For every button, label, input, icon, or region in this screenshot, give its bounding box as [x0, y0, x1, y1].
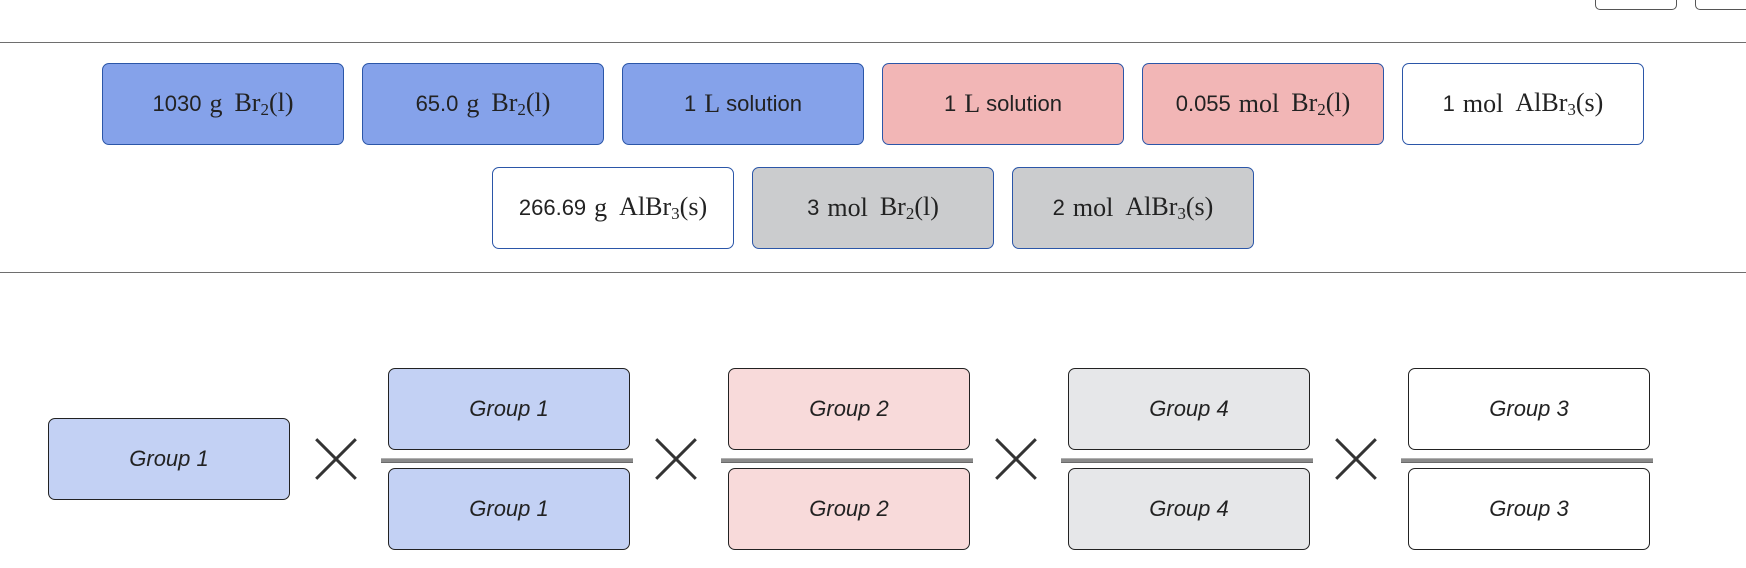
tile-amount: 1 — [1442, 91, 1455, 116]
tile-descriptor: solution — [986, 91, 1062, 116]
tile-unit: L — [964, 89, 981, 118]
fraction-3-bar — [1061, 458, 1313, 463]
tile-unit: L — [704, 89, 721, 118]
tile-species: AlBr3(s) — [619, 192, 707, 224]
fraction-2-numerator-slot[interactable]: Group 2 — [728, 368, 970, 450]
top-toolbar-button-1[interactable] — [1595, 0, 1677, 10]
quantity-tile[interactable]: 3 mol Br2(l) — [752, 167, 994, 249]
bottom-divider — [0, 272, 1746, 273]
tile-species: Br2(l) — [234, 88, 293, 120]
quantity-tile[interactable]: 266.69 g AlBr3(s) — [492, 167, 734, 249]
tile-species-state: (s) — [1185, 192, 1214, 221]
tile-species-subscript: 2 — [260, 100, 269, 119]
fraction-4-denominator-slot[interactable]: Group 3 — [1408, 468, 1650, 550]
tile-species-state: (l) — [268, 88, 294, 117]
tile-amount: 0.055 — [1175, 91, 1231, 116]
multiply-icon — [1334, 437, 1378, 481]
conversion-equation: Group 1 Group 1 Group 1 Group 2 Group 2 … — [0, 366, 1746, 550]
tile-unit: mol — [827, 193, 868, 222]
tile-species-symbol: AlBr — [619, 192, 672, 221]
tile-species-subscript: 3 — [1177, 204, 1186, 223]
tile-species-subscript: 3 — [671, 204, 680, 223]
fraction-2-denominator-slot[interactable]: Group 2 — [728, 468, 970, 550]
tile-species-subscript: 2 — [517, 100, 526, 119]
fraction-1-denominator-slot[interactable]: Group 1 — [388, 468, 630, 550]
tile-amount: 2 — [1052, 195, 1065, 220]
fraction-3-denominator-slot[interactable]: Group 4 — [1068, 468, 1310, 550]
fraction-1-numerator-slot[interactable]: Group 1 — [388, 368, 630, 450]
tile-amount: 1030 — [152, 91, 202, 116]
tile-unit: g — [209, 89, 223, 118]
quantity-tile[interactable]: 1 mol AlBr3(s) — [1402, 63, 1644, 145]
tile-unit: g — [466, 89, 480, 118]
tile-species-state: (l) — [525, 88, 551, 117]
top-divider — [0, 42, 1746, 43]
tile-amount: 65.0 — [415, 91, 459, 116]
top-toolbar-button-2[interactable] — [1695, 0, 1746, 10]
fraction-4-numerator-slot[interactable]: Group 3 — [1408, 368, 1650, 450]
quantity-tile[interactable]: 2 mol AlBr3(s) — [1012, 167, 1254, 249]
tile-species-state: (s) — [679, 192, 708, 221]
tile-species: Br2(l) — [1291, 88, 1350, 120]
tile-species-subscript: 2 — [905, 204, 915, 223]
tile-species-subscript: 3 — [1567, 100, 1576, 119]
tile-species-symbol: AlBr — [1125, 192, 1178, 221]
fraction-1-bar — [381, 458, 633, 463]
tile-unit: mol — [1238, 89, 1280, 118]
tile-descriptor: solution — [726, 91, 802, 116]
multiply-icon — [654, 437, 698, 481]
tile-species: AlBr3(s) — [1515, 88, 1603, 120]
tile-species-state: (l) — [1325, 88, 1351, 117]
tile-species-symbol: Br — [234, 88, 261, 117]
tile-species-symbol: Br — [491, 88, 518, 117]
tile-species: Br2(l) — [880, 192, 939, 224]
quantity-tile[interactable]: 0.055 mol Br2(l) — [1142, 63, 1384, 145]
quantity-tile[interactable]: 1030 g Br2(l) — [102, 63, 344, 145]
fraction-3-numerator-slot[interactable]: Group 4 — [1068, 368, 1310, 450]
tile-species-state: (l) — [914, 192, 939, 221]
tile-species-symbol: Br — [1291, 88, 1318, 117]
tile-amount: 1 — [944, 91, 957, 116]
tile-species-symbol: AlBr — [1515, 88, 1568, 117]
tile-unit: g — [594, 193, 608, 222]
tile-species-symbol: Br — [879, 192, 906, 221]
tile-amount: 266.69 — [518, 195, 587, 220]
tile-unit: mol — [1462, 89, 1504, 118]
tile-species: Br2(l) — [491, 88, 550, 120]
tile-species-subscript: 2 — [1317, 100, 1326, 119]
quantity-tile[interactable]: 65.0 g Br2(l) — [362, 63, 604, 145]
tile-unit: mol — [1072, 193, 1114, 222]
starting-value-slot[interactable]: Group 1 — [48, 418, 290, 500]
tile-amount: 3 — [807, 195, 820, 220]
tile-amount: 1 — [684, 91, 697, 116]
tile-species: AlBr3(s) — [1125, 192, 1213, 224]
fraction-2-bar — [721, 458, 973, 463]
multiply-icon — [994, 437, 1038, 481]
fraction-4-bar — [1401, 458, 1653, 463]
tile-species-state: (s) — [1575, 88, 1604, 117]
multiply-icon — [314, 437, 358, 481]
